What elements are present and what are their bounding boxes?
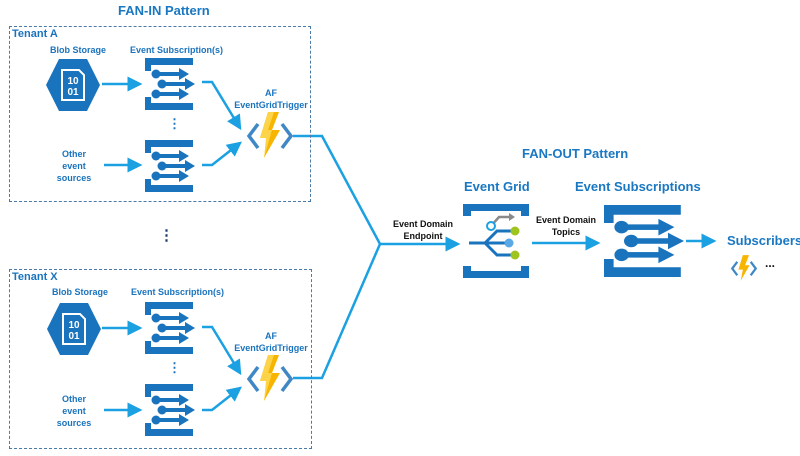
connector-sub1-a-to-af — [202, 80, 242, 131]
event-subscriptions-label: Event Subscription(s) — [130, 45, 224, 55]
blob-bits-line2: 01 — [67, 87, 79, 98]
subscriptions-ellipsis: ⋮ — [168, 116, 181, 131]
subscribers-label: Subscribers — [727, 233, 800, 248]
af-label-line1: AF — [265, 88, 277, 98]
blob-storage-label: Blob Storage — [50, 45, 107, 55]
tenant-x-label: Tenant X — [12, 271, 58, 283]
tenant-a-label: Tenant A — [12, 28, 58, 40]
blob-bits-line1: 10 — [68, 320, 80, 331]
blob-bits-line2: 01 — [68, 331, 80, 342]
af-label-line1: AF — [265, 331, 277, 341]
connector-sub1-x-to-af — [202, 325, 242, 376]
tenants-ellipsis: ⋮ — [159, 227, 174, 244]
af-eventgridtrigger-label: AF EventGridTrigger — [233, 87, 309, 111]
connector-sub2-a-to-af — [202, 141, 242, 167]
event-grid-label: Event Grid — [464, 179, 530, 194]
event-domain-endpoint-label: Event Domain Endpoint — [388, 218, 458, 242]
af-eventgridtrigger-label: AF EventGridTrigger — [233, 330, 309, 354]
azure-function-icon — [246, 355, 294, 401]
fan-out-title: FAN-OUT Pattern — [522, 146, 629, 161]
tenant-a-box — [9, 26, 311, 202]
event-subscription-icon — [145, 302, 195, 354]
connector-af-x-to-merge — [293, 243, 382, 380]
event-domain-topics-label: Event Domain Topics — [534, 214, 598, 238]
event-subscriptions-icon — [604, 205, 684, 277]
azure-function-icon — [730, 255, 758, 281]
tenant-x-box — [9, 269, 312, 449]
other-sources-line1: Other — [61, 149, 86, 159]
event-subscription-icon — [145, 140, 195, 192]
other-sources-line3: sources — [56, 173, 92, 183]
other-sources-line2: event — [62, 406, 86, 416]
other-sources-line1: Other — [61, 394, 86, 404]
af-label-line2: EventGridTrigger — [234, 100, 308, 110]
endpoint-label-line1: Event Domain — [392, 219, 453, 229]
connector-sub2-x-to-af — [202, 386, 242, 412]
other-sources-line3: sources — [56, 418, 92, 428]
event-grid-icon — [463, 204, 529, 278]
azure-function-icon — [246, 112, 294, 158]
blob-storage-label: Blob Storage — [52, 287, 109, 297]
other-event-sources-label: Other event sources — [55, 393, 93, 429]
event-subscription-icon — [145, 58, 195, 110]
subscribers-more: ... — [765, 256, 776, 270]
event-subscriptions-title: Event Subscriptions — [575, 179, 701, 194]
endpoint-label-line2: Endpoint — [403, 231, 443, 241]
topics-label-line2: Topics — [551, 227, 581, 237]
blob-storage-icon: 10 01 — [47, 303, 101, 355]
event-subscriptions-label: Event Subscription(s) — [131, 287, 225, 297]
fan-in-title: FAN-IN Pattern — [118, 3, 210, 18]
other-event-sources-label: Other event sources — [55, 148, 93, 184]
subscriptions-ellipsis: ⋮ — [168, 360, 181, 375]
blob-storage-icon: 10 01 — [46, 59, 100, 111]
connector-af-a-to-merge — [293, 134, 382, 245]
event-subscription-icon — [145, 384, 195, 436]
blob-bits-line1: 10 — [67, 76, 79, 87]
af-label-line2: EventGridTrigger — [234, 343, 308, 353]
topics-label-line1: Event Domain — [535, 215, 596, 225]
other-sources-line2: event — [62, 161, 86, 171]
